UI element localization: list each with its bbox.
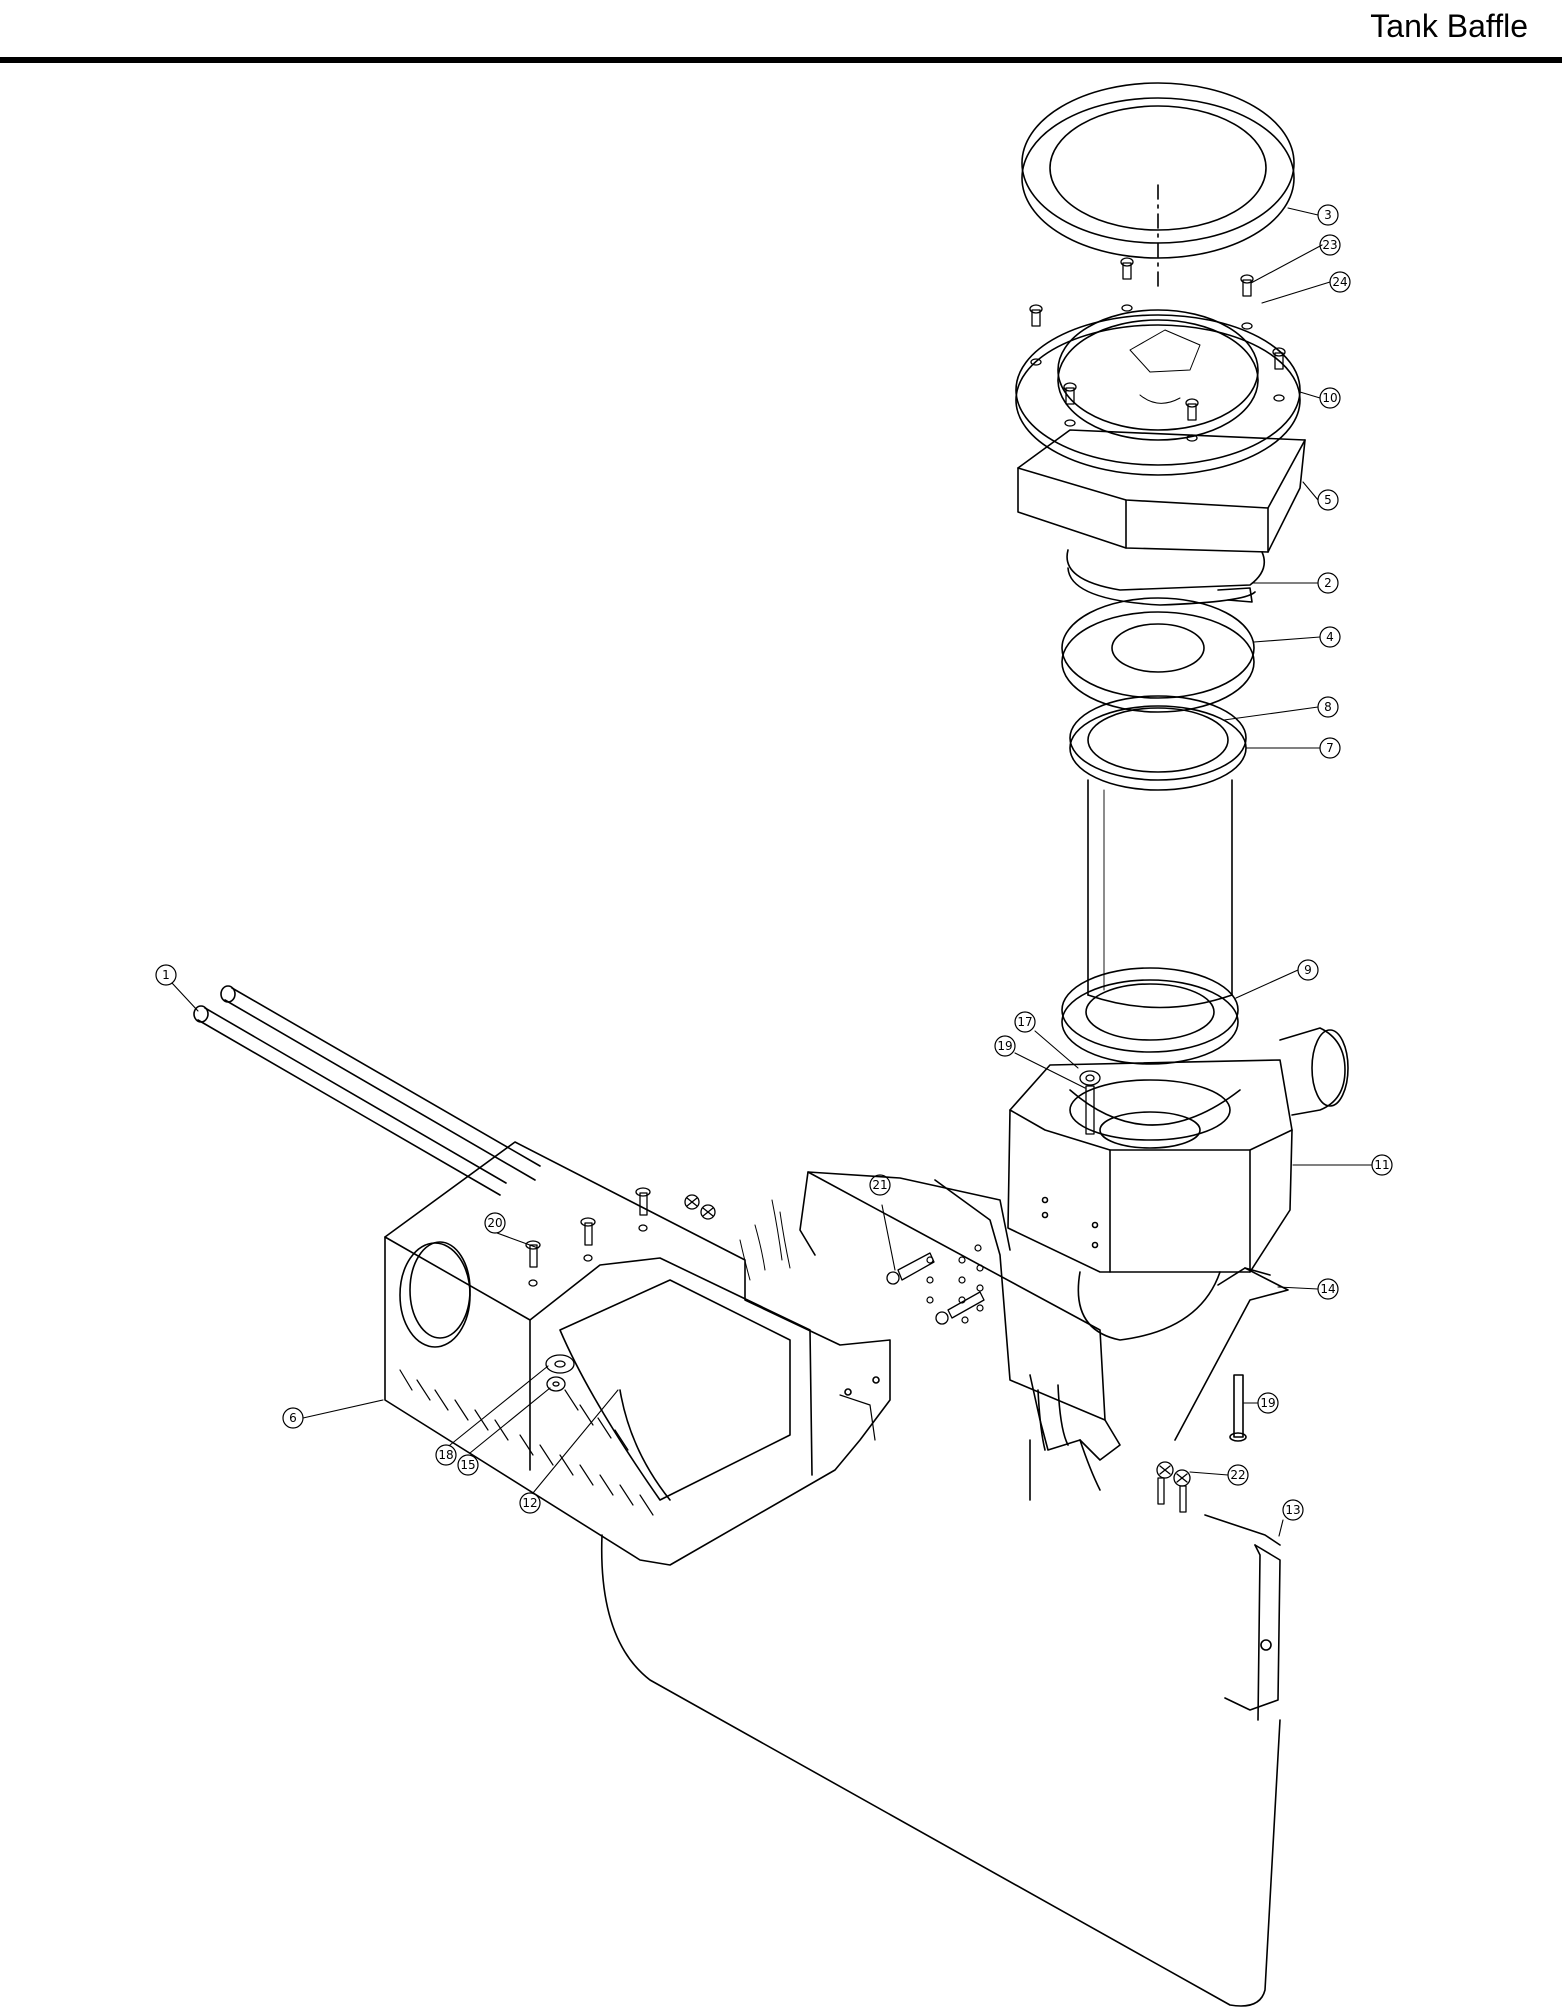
callout-bubble [519,1492,541,1514]
callout-number: 7 [1326,741,1334,755]
part-rods [193,985,541,1196]
part-upper-housing [1017,429,1306,591]
callout-bubble [1317,572,1339,594]
part-pin-19 [1229,1374,1247,1442]
part-bracket [1174,1267,1289,1441]
callout-bubble [457,1454,479,1476]
callout-number: 13 [1285,1503,1300,1517]
callout-numbers: 1 2 3 4 5 6 7 8 9 10 11 12 13 14 15 17 1… [162,208,1389,1517]
part-tube [1087,779,1233,1009]
callout-bubbles [155,204,1393,1521]
callout-bubble [282,1407,304,1429]
callout-number: 1 [162,968,170,982]
callout-bubble [1282,1499,1304,1521]
callout-number: 4 [1326,630,1334,644]
part-screws-22 [1156,1461,1191,1513]
part-flange-assembly [1015,257,1301,476]
callout-bubble [484,1212,506,1234]
callout-number: 20 [487,1216,502,1230]
callout-bubble [435,1444,457,1466]
part-clip-ring [1067,567,1256,606]
box-side-screws [684,1194,716,1220]
callout-number: 24 [1332,275,1347,289]
title-rule [0,57,1562,63]
callout-bubble [1319,387,1341,409]
part-middle-bracket [739,1171,1121,1501]
callout-number: 14 [1320,1282,1335,1296]
callout-bubble [1227,1464,1249,1486]
part-baffle-body [1007,1027,1349,1341]
callout-number: 6 [289,1411,297,1425]
callout-bubble [1317,489,1339,511]
part-pins-21 [886,1252,985,1325]
callout-number: 5 [1324,493,1332,507]
callout-number: 18 [438,1448,453,1462]
part-gasket-ring [1021,82,1295,291]
callout-bubble [1317,204,1339,226]
callout-number: 10 [1322,391,1337,405]
callout-bubble [1319,626,1341,648]
callout-number: 15 [460,1458,475,1472]
callout-number: 19 [1260,1396,1275,1410]
part-washer [1061,597,1255,713]
callout-number: 9 [1304,963,1312,977]
part-collar-seal [1069,695,1247,791]
callout-bubble [1257,1392,1279,1414]
callout-bubble [1317,1278,1339,1300]
callout-bubble [994,1035,1016,1057]
callout-number: 12 [522,1496,537,1510]
callout-bubble [1317,696,1339,718]
callout-number: 11 [1374,1158,1389,1172]
callout-number: 8 [1324,700,1332,714]
bracket-holes [926,1244,984,1324]
callout-bubble [1319,234,1341,256]
box-top-screws [525,1187,651,1287]
callout-bubble [1297,959,1319,981]
callout-number: 17 [1017,1015,1032,1029]
callout-bubble [1371,1154,1393,1176]
part-baffle-plate [600,1514,1281,2007]
callout-bubble [1014,1011,1036,1033]
callout-number: 19 [997,1039,1012,1053]
callout-number: 21 [872,1178,887,1192]
callout-number: 22 [1230,1468,1245,1482]
flange-screws [1029,257,1286,442]
callout-bubble [1329,271,1351,293]
box-washers [545,1354,575,1392]
callout-number: 23 [1322,238,1337,252]
page-title: Tank Baffle [1370,8,1528,44]
part-screws-17-19 [1079,1070,1101,1135]
part-lower-ring [1061,967,1239,1065]
callout-number: 2 [1324,576,1332,590]
callout-bubble [869,1174,891,1196]
callout-number: 3 [1324,208,1332,222]
callout-bubble [1319,737,1341,759]
part-box-housing [384,1141,891,1566]
callout-bubble [155,964,177,986]
leader-lines [171,207,1373,1537]
